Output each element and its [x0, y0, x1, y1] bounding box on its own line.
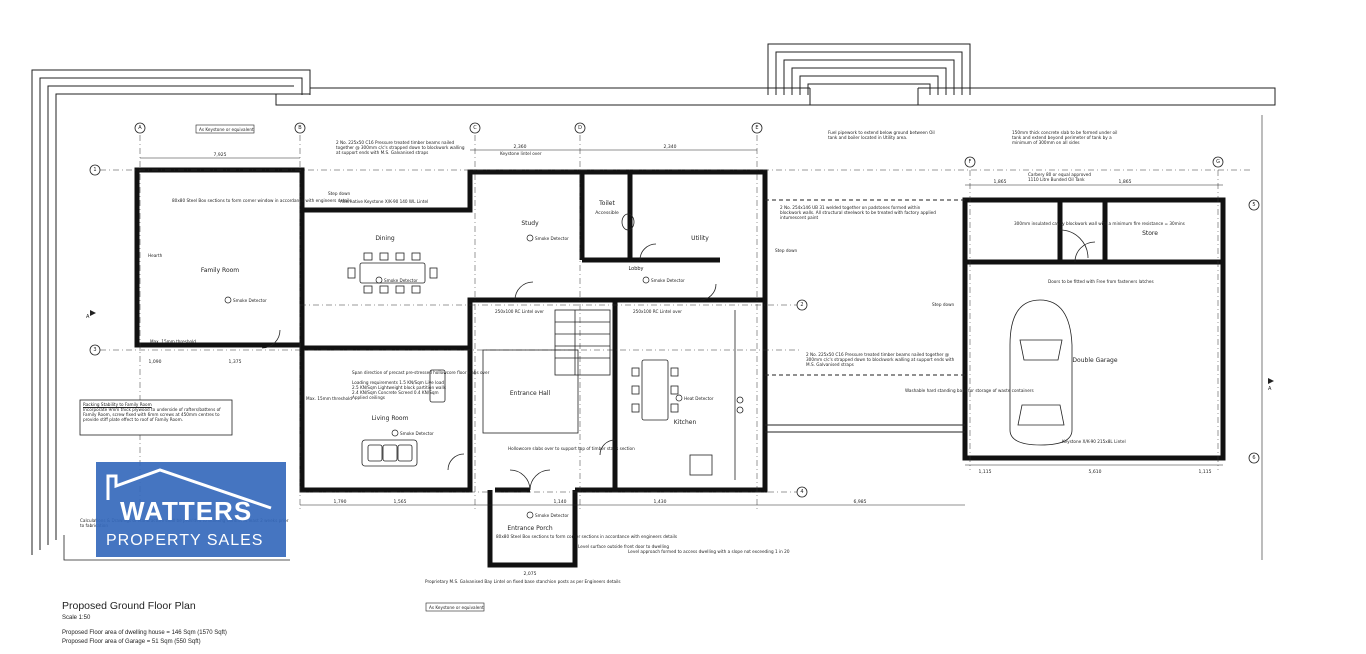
dim-11: 1,090 [149, 359, 162, 365]
note-keystone-garage: Keystone X/K-90 215x8L Lintel [1062, 439, 1126, 444]
plan-caption: Proposed Ground Floor Plan Scale 1:50 Pr… [62, 600, 227, 647]
note-step-down-1: Step down [328, 191, 351, 196]
dim-10: 1,865 [1119, 179, 1132, 185]
dim-4: 6,985 [854, 499, 867, 505]
note-as-keystone-2: As Keystone or equivalent [429, 605, 484, 610]
note-bay-lintel: Proprietary M.S. Galvanised Bay Lintel o… [425, 579, 621, 584]
grid-label-2: 2 [800, 302, 803, 308]
dim-13: 1,140 [554, 499, 567, 505]
note-step-down-3: Step down [932, 302, 955, 307]
dim-1: 1,790 [334, 499, 347, 505]
smoke-detector-lobby: Smoke Detector [651, 278, 685, 283]
racking-title: Racking Stability to Family Room [83, 402, 152, 407]
note-hearth: Hearth [148, 253, 163, 258]
dim-14: 2,075 [524, 571, 537, 577]
note-slab: 150mm thick concrete slab to be formed u… [1012, 130, 1118, 145]
plan-title: Proposed Ground Floor Plan [62, 600, 196, 612]
note-keystone-lintel: Keystone lintel over [500, 151, 542, 156]
smoke-detector-study: Smoke Detector [535, 236, 569, 241]
dim-5: 1,115 [979, 469, 992, 475]
room-toilet: Toilet [598, 200, 615, 207]
room-entrance-porch: Entrance Porch [507, 525, 552, 532]
grid-label-f: F [969, 159, 972, 165]
logo-line-1: WATTERS [120, 496, 253, 526]
room-utility: Utility [691, 235, 709, 242]
note-rc-lintel-1: 250x100 RC Lintel over [495, 309, 544, 314]
logo-line-2: PROPERTY SALES [106, 532, 264, 549]
note-step-down-2: Step down [775, 248, 798, 253]
room-accessible: Accessible [595, 210, 619, 216]
grid-label-6: 6 [1252, 455, 1255, 461]
dim-garage-width: 5,610 [1089, 469, 1102, 475]
note-hollowcore: Hollowcore slabs over to support top of … [508, 446, 635, 451]
note-max-threshold-1: Max. 15mm threshold [306, 396, 352, 401]
house-roof-icon [106, 468, 272, 510]
room-living-room: Living Room [372, 415, 409, 422]
note-washable: Washable hard standing base for storage … [905, 388, 1034, 393]
note-steel-box-2: 80x80 Steel Box sections to form corner … [496, 534, 677, 539]
smoke-detector-porch: Smoke Detector [535, 513, 569, 518]
note-steel-beam: 2 No. 254x146 UB 31 welded together on p… [780, 205, 936, 220]
note-fuel-pipe: Fuel pipework to extend below ground bet… [828, 130, 935, 140]
smoke-detector-living: Smoke Detector [400, 431, 434, 436]
grid-label-a: A [138, 125, 142, 131]
heat-detector-kitchen: Heat Detector [684, 396, 714, 401]
room-store: Store [1142, 230, 1158, 237]
smoke-detector-family: Smoke Detector [233, 298, 267, 303]
note-alt-keystone: Alternative Keystone X/K-90 140 WL Linte… [340, 199, 428, 204]
room-dining: Dining [375, 235, 395, 242]
racking-body: Incorporate 9mm thick plywood to undersi… [83, 407, 221, 422]
grid-label-d: D [578, 125, 582, 131]
grid-label-3: 3 [93, 347, 96, 353]
note-level-approach: Level approach formed to access dwelling… [628, 549, 790, 554]
dim-2: 1,565 [394, 499, 407, 505]
note-oil-tank: Carbery 80 or equal approved 1110 Litre … [1028, 172, 1091, 182]
plan-scale: Scale 1:50 [62, 615, 91, 621]
room-lobby: Lobby [628, 266, 643, 272]
watters-logo: WATTERS PROPERTY SALES [96, 462, 286, 557]
grid-label-b: B [298, 125, 302, 131]
section-marker-left: A [86, 314, 90, 320]
note-lintel-beams-2: 2 No. 225x50 C16 Pressure treated timber… [806, 352, 955, 367]
dim-6: 1,115 [1199, 469, 1212, 475]
room-study: Study [521, 220, 539, 227]
dim-12: 1,375 [229, 359, 242, 365]
note-doors-fire: Doors to be fitted with Free from fasten… [1048, 279, 1154, 284]
grid-label-c: C [473, 125, 477, 131]
note-store-wall: 300mm insulated cavity blockwork wall wi… [1014, 221, 1185, 226]
plan-area-garage: Proposed Floor area of Garage = 51 Sqm (… [62, 639, 201, 645]
grid-label-e: E [755, 125, 758, 131]
room-family-room: Family Room [201, 267, 239, 274]
note-lintel-beams: 2 No. 225x50 C16 Pressure treated timber… [336, 140, 465, 155]
grid-label-4: 4 [800, 489, 803, 495]
note-rc-lintel-2: 250x100 RC Lintel over [633, 309, 682, 314]
note-steel-box: 80x80 Steel Box sections to form corner … [172, 198, 352, 203]
room-kitchen: Kitchen [674, 419, 697, 426]
grid-label-g: G [1216, 159, 1220, 165]
room-double-garage: Double Garage [1072, 357, 1117, 364]
plan-area-dwelling: Proposed Floor area of dwelling house = … [62, 630, 227, 636]
section-marker-right: A [1268, 386, 1272, 392]
note-as-keystone-1: As Keystone or equivalent [199, 127, 254, 132]
dim-8: 2,340 [664, 144, 677, 150]
note-loading: Loading requirements 1.5 KN/Sqm Live loa… [352, 380, 446, 400]
dim-3: 1,430 [654, 499, 667, 505]
dim-7: 2,360 [514, 144, 527, 150]
room-entrance-hall: Entrance Hall [510, 390, 551, 397]
note-precast: Span direction of precast pre-stressed h… [352, 370, 490, 375]
grid-label-1: 1 [93, 167, 96, 173]
note-level-surface: Level surface outside front door to dwel… [578, 544, 669, 549]
grid-label-5: 5 [1252, 202, 1255, 208]
smoke-detector-dining: Smoke Detector [384, 278, 418, 283]
dim-9: 1,865 [994, 179, 1007, 185]
dim-family-width: 7,925 [214, 152, 227, 158]
note-max-threshold-2: Max. 15mm threshold [150, 339, 196, 344]
